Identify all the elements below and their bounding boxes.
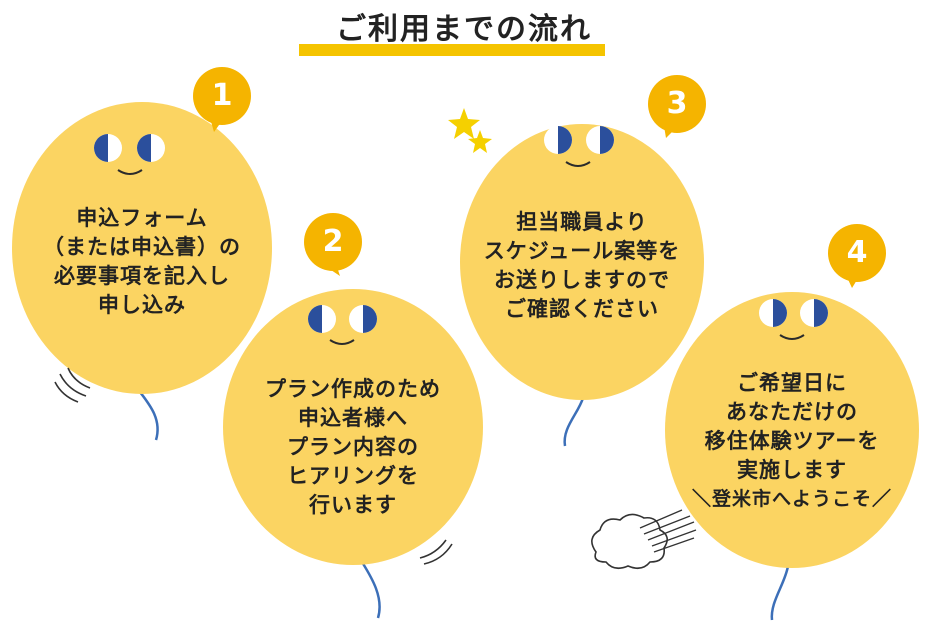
step-3-line-3: お送りしますので <box>494 268 670 292</box>
step-3-line-2: スケジュール案等を <box>483 239 681 263</box>
step-1-text: 申込フォーム （または申込書）の 必要事項を記入し 申し込み <box>22 204 262 320</box>
badge-1-shape <box>193 67 251 132</box>
balloon-4 <box>665 292 919 568</box>
motion-lines-icon-2 <box>419 539 453 565</box>
face-4 <box>759 299 828 340</box>
step-2-line-1: プラン作成のため <box>265 377 441 401</box>
step-3-line-1: 担当職員より <box>516 210 648 234</box>
title-area: ご利用までの流れ <box>0 8 928 58</box>
star-icon <box>448 108 492 153</box>
balloon-string-2 <box>360 561 381 619</box>
step-number-1: 1 <box>211 78 233 113</box>
face-3 <box>544 126 614 167</box>
balloon-1 <box>12 102 272 394</box>
step-2-line-3: プラン内容の <box>287 435 419 459</box>
step-4-line-2: あなただけの <box>726 400 858 424</box>
step-2-line-4: ヒアリングを <box>287 464 419 488</box>
cloud-puff-icon <box>591 509 697 570</box>
step-1-line-1: 申込フォーム <box>76 206 208 230</box>
step-number-2: 2 <box>322 224 344 259</box>
badge-4-shape <box>828 224 886 288</box>
balloon-2 <box>223 289 483 565</box>
motion-lines-icon <box>54 367 91 403</box>
step-4-text: ご希望日に あなただけの 移住体験ツアーを 実施します ＼登米市へようこそ／ <box>672 369 912 514</box>
step-4-line-5: ＼登米市へようこそ／ <box>691 488 892 510</box>
step-1-line-4: 申し込み <box>98 293 186 317</box>
face-2 <box>308 305 377 345</box>
step-number-4: 4 <box>846 235 868 270</box>
balloon-string-4 <box>770 565 790 621</box>
balloon-3 <box>460 124 704 400</box>
face-1 <box>94 134 165 175</box>
step-3-text: 担当職員より スケジュール案等を お送りしますので ご確認ください <box>462 208 702 324</box>
step-4-line-1: ご希望日に <box>737 371 847 395</box>
step-2-line-2: 申込者様へ <box>298 406 408 430</box>
step-1-line-3: 必要事項を記入し <box>54 264 230 288</box>
badge-2-shape <box>304 213 362 276</box>
title-underline <box>299 44 605 56</box>
step-3-line-4: ご確認ください <box>505 297 659 321</box>
balloon-string-3 <box>563 397 585 447</box>
step-1-line-2: （または申込書）の <box>43 235 241 259</box>
balloon-string-1 <box>139 391 159 441</box>
badge-3-shape <box>648 75 706 138</box>
step-2-text: プラン作成のため 申込者様へ プラン内容の ヒアリングを 行います <box>233 375 473 520</box>
step-number-3: 3 <box>666 86 688 121</box>
step-2-line-5: 行います <box>309 493 397 517</box>
step-4-line-3: 移住体験ツアーを <box>704 429 880 453</box>
page-title: ご利用までの流れ <box>336 12 592 47</box>
step-4-line-4: 実施します <box>737 458 847 482</box>
